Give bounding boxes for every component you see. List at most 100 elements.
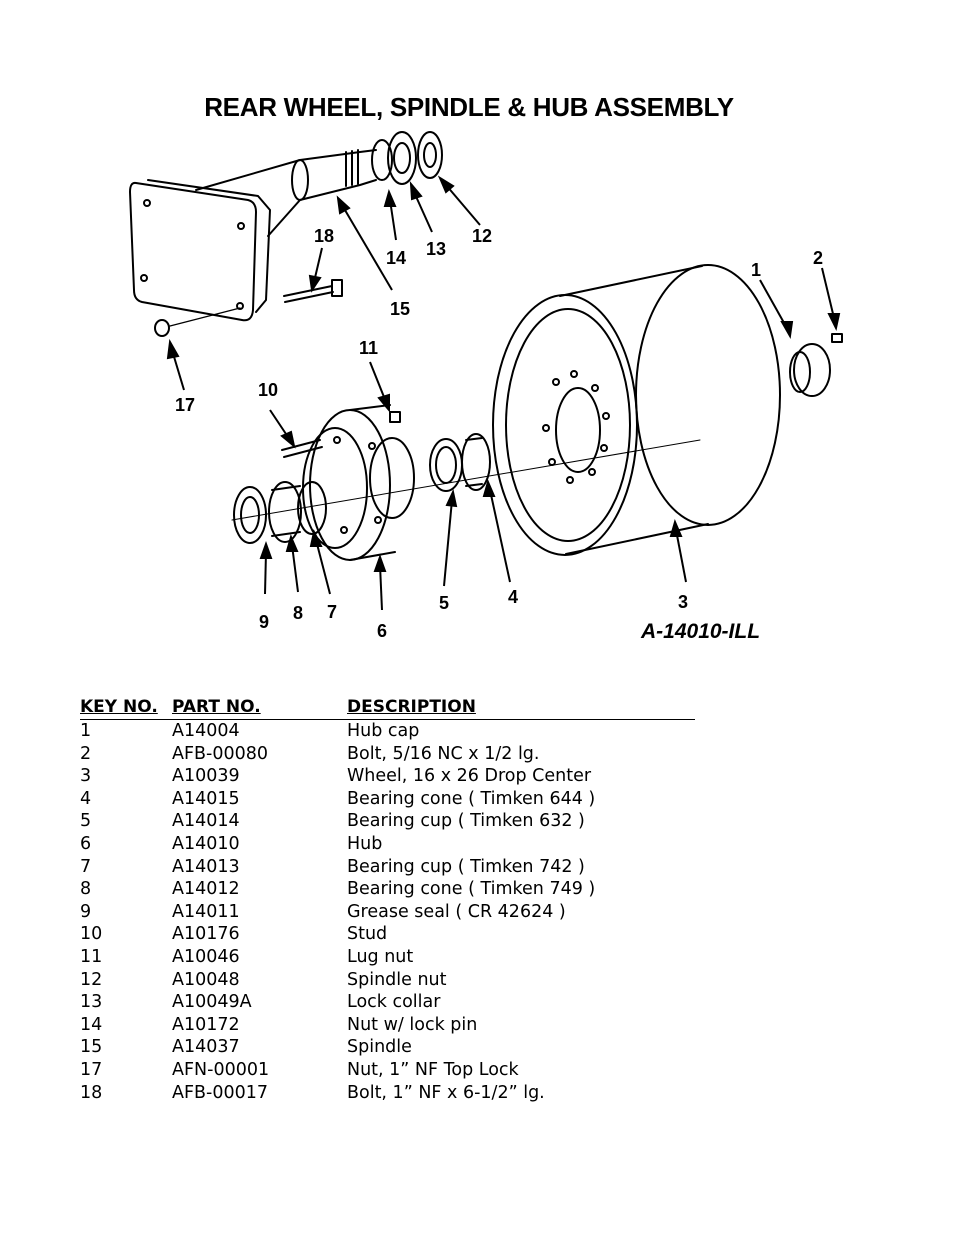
table-row: 12 A10048 Spindle nut <box>80 969 700 992</box>
key-no-cell: 18 <box>80 1082 103 1103</box>
description-cell: Bolt, 1” NF x 6-1/2” lg. <box>347 1082 545 1103</box>
key-no-cell: 15 <box>80 1037 103 1058</box>
description-cell: Bearing cone ( Timken 644 ) <box>347 788 596 809</box>
description-cell: Grease seal ( CR 42624 ) <box>347 901 566 922</box>
description-cell: Spindle <box>347 1037 412 1058</box>
key-no-cell: 4 <box>80 788 92 809</box>
description-cell: Bearing cone ( Timken 749 ) <box>347 879 596 900</box>
header-description: DESCRIPTION <box>347 697 476 717</box>
callout-2: 2 <box>813 248 823 268</box>
description-cell: Nut w/ lock pin <box>347 1014 478 1035</box>
callout-7: 7 <box>327 602 337 622</box>
part-no-cell: A14015 <box>172 788 240 809</box>
header-key-no: KEY NO. <box>80 697 158 717</box>
table-row: 14 A10172 Nut w/ lock pin <box>80 1014 700 1037</box>
table-row: 17 AFN-00001 Nut, 1” NF Top Lock <box>80 1059 700 1082</box>
callout-3: 3 <box>678 592 688 612</box>
table-row: 9 A14011 Grease seal ( CR 42624 ) <box>80 901 700 924</box>
part-no-cell: A10049A <box>172 992 252 1013</box>
page-title: REAR WHEEL, SPINDLE & HUB ASSEMBLY <box>204 92 734 122</box>
callout-12: 12 <box>472 226 492 246</box>
part-no-cell: A10176 <box>172 924 240 945</box>
bearing-cone-4-shape <box>461 433 491 491</box>
description-cell: Hub cap <box>347 721 420 741</box>
key-no-cell: 9 <box>80 901 92 922</box>
callout-5: 5 <box>439 593 449 613</box>
key-no-cell: 10 <box>80 924 103 945</box>
key-no-cell: 3 <box>80 766 92 787</box>
spindle-shaft <box>195 149 377 237</box>
description-cell: Wheel, 16 x 26 Drop Center <box>347 766 592 787</box>
table-row: 6 A14010 Hub <box>80 833 700 856</box>
key-no-cell: 5 <box>80 811 92 832</box>
bearing-cone-8-shape <box>268 481 302 543</box>
parts-table-body: 1 A14004 Hub cap 2 AFB-00080 Bolt, 5/16 NC x … <box>80 720 700 1104</box>
parts-table: KEY NO. PART NO. DESCRIPTION 1 A14004 Hub … <box>80 697 700 1104</box>
callout-18: 18 <box>314 226 334 246</box>
nut-lock-pin-shape <box>371 139 393 181</box>
table-row: 7 A14013 Bearing cup ( Timken 742 ) <box>80 856 700 879</box>
description-cell: Bolt, 5/16 NC x 1/2 lg. <box>347 743 540 764</box>
callout-8: 8 <box>293 603 303 623</box>
parts-table-header: KEY NO. PART NO. DESCRIPTION <box>80 697 695 720</box>
spindle-nut-shape <box>417 131 443 179</box>
table-row: 5 A14014 Bearing cup ( Timken 632 ) <box>80 810 700 833</box>
table-row: 1 A14004 Hub cap <box>80 720 700 743</box>
table-row: 18 AFB-00017 Bolt, 1” NF x 6-1/2” lg. <box>80 1082 700 1105</box>
key-no-cell: 17 <box>80 1059 103 1080</box>
key-no-cell: 1 <box>80 721 92 741</box>
part-no-cell: A14037 <box>172 1037 240 1058</box>
part-no-cell: A10046 <box>172 946 240 967</box>
description-cell: Stud <box>347 924 388 945</box>
part-no-cell: A14013 <box>172 856 240 877</box>
description-cell: Nut, 1” NF Top Lock <box>347 1059 519 1080</box>
callout-17: 17 <box>175 395 195 415</box>
key-no-cell: 7 <box>80 856 92 877</box>
table-row: 4 A14015 Bearing cone ( Timken 644 ) <box>80 788 700 811</box>
part-no-cell: A14014 <box>172 811 240 832</box>
description-cell: Hub <box>347 833 383 854</box>
key-no-cell: 8 <box>80 879 92 900</box>
table-row: 10 A10176 Stud <box>80 923 700 946</box>
header-part-no: PART NO. <box>172 697 261 717</box>
callout-15: 15 <box>390 299 410 319</box>
callout-14: 14 <box>386 248 406 268</box>
part-no-cell: AFB-00017 <box>172 1082 269 1103</box>
table-row: 2 AFB-00080 Bolt, 5/16 NC x 1/2 lg. <box>80 743 700 766</box>
description-cell: Spindle nut <box>347 969 447 990</box>
part-no-cell: AFB-00080 <box>172 743 269 764</box>
grease-seal-shape <box>233 486 267 544</box>
callout-11: 11 <box>359 338 378 358</box>
bearing-cup-7-shape <box>297 481 327 535</box>
drawing-id: A-14010-ILL <box>641 620 761 643</box>
table-row: 15 A14037 Spindle <box>80 1036 700 1059</box>
key-no-cell: 12 <box>80 969 103 990</box>
callout-13: 13 <box>426 239 446 259</box>
hub-shape <box>302 404 415 561</box>
part-no-cell: A10172 <box>172 1014 240 1035</box>
description-cell: Bearing cup ( Timken 632 ) <box>347 811 585 832</box>
callout-9: 9 <box>259 612 269 632</box>
callout-6: 6 <box>377 621 387 641</box>
part-no-cell: A10048 <box>172 969 240 990</box>
callout-1: 1 <box>751 260 761 280</box>
part-no-cell: A14004 <box>172 721 240 741</box>
callout-4: 4 <box>508 587 518 607</box>
description-cell: Bearing cup ( Timken 742 ) <box>347 856 585 877</box>
part-no-cell: A14011 <box>172 901 240 922</box>
part-no-cell: AFN-00001 <box>172 1059 270 1080</box>
part-no-cell: A10039 <box>172 766 240 787</box>
part-no-cell: A14012 <box>172 879 240 900</box>
description-cell: Lug nut <box>347 946 414 967</box>
key-no-cell: 6 <box>80 833 92 854</box>
table-row: 11 A10046 Lug nut <box>80 946 700 969</box>
key-no-cell: 14 <box>80 1014 103 1035</box>
part-no-cell: A14010 <box>172 833 240 854</box>
key-no-cell: 11 <box>80 946 103 967</box>
key-no-cell: 13 <box>80 992 103 1013</box>
hub-cap-shape <box>793 343 831 397</box>
exploded-assembly-illustration: 1 2 3 4 5 6 7 8 9 10 11 12 13 14 15 17 1… <box>129 131 843 641</box>
table-row: 3 A10039 Wheel, 16 x 26 Drop Center <box>80 765 700 788</box>
key-no-cell: 2 <box>80 743 92 764</box>
